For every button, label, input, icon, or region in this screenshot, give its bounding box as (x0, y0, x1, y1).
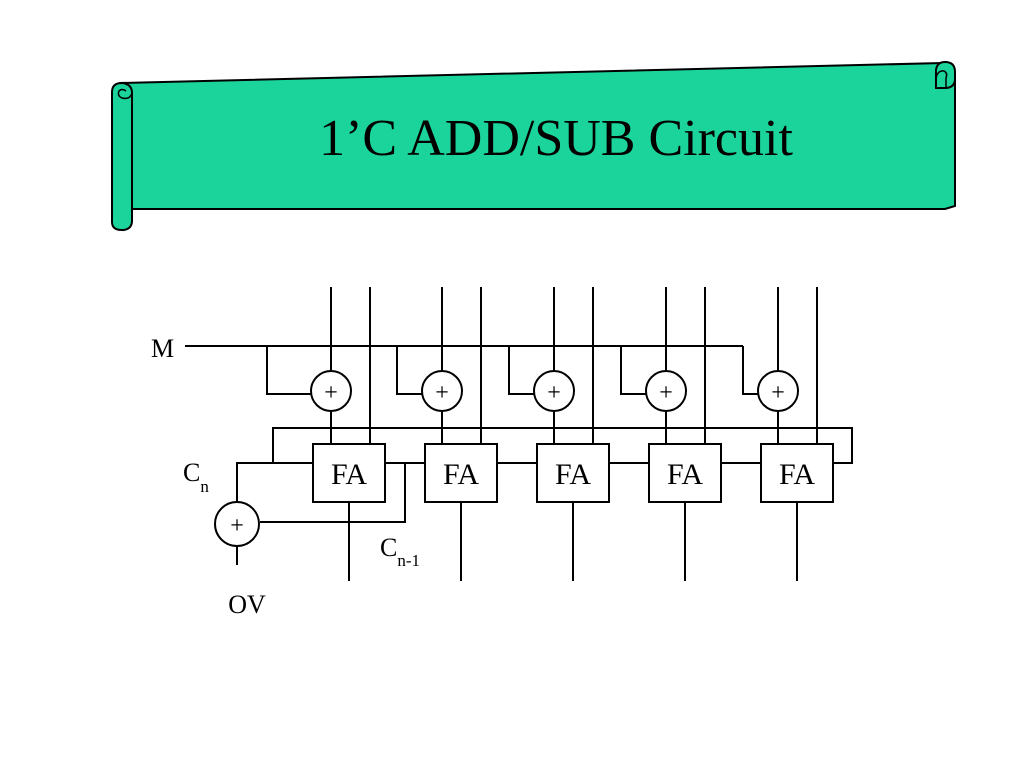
full-adder (424, 443, 498, 503)
overflow-label: OV (228, 590, 266, 619)
xor-symbol: + (659, 380, 673, 406)
add-sub-circuit: M + FA + FA (151, 287, 853, 619)
m-tap-wire (266, 346, 311, 395)
banner-right-curl (935, 70, 948, 88)
stage-3: + FA (508, 287, 610, 581)
full-adder (536, 443, 610, 503)
full-adder-label: FA (555, 458, 591, 491)
stage-5: + FA (742, 287, 834, 581)
m-tap-wire (508, 346, 534, 395)
banner-left-curl (117, 88, 133, 100)
title-banner: 1’C ADD/SUB Circuit (111, 60, 956, 232)
m-tap-wire (396, 346, 422, 395)
xor-symbol: + (771, 380, 785, 406)
stage-1: + FA (266, 287, 386, 581)
xor-symbol: + (324, 380, 338, 406)
cn-1-tap-wire (260, 463, 406, 523)
end-around-carry-wire (272, 427, 853, 464)
xor-symbol: + (547, 380, 561, 406)
full-adder-label: FA (779, 458, 815, 491)
stage-2: + FA (396, 287, 498, 581)
full-adder-label: FA (667, 458, 703, 491)
carry-out-label: Cn (183, 458, 209, 496)
carry-prev-label: Cn-1 (380, 533, 420, 570)
control-m-label: M (151, 334, 174, 363)
banner-right-roll (935, 60, 956, 89)
xor-symbol: + (435, 380, 449, 406)
m-tap-wire (742, 346, 758, 395)
stage-4: + FA (620, 287, 722, 581)
slide-title: 1’C ADD/SUB Circuit (319, 110, 793, 167)
full-adder (760, 443, 834, 503)
m-tap-wire (620, 346, 646, 395)
banner-left-roll (111, 81, 133, 232)
full-adder (312, 443, 386, 503)
full-adder-label: FA (331, 458, 367, 491)
cn-tap-wire (236, 462, 273, 501)
full-adder-label: FA (443, 458, 479, 491)
overflow-xor-symbol: + (230, 513, 244, 539)
full-adder (648, 443, 722, 503)
